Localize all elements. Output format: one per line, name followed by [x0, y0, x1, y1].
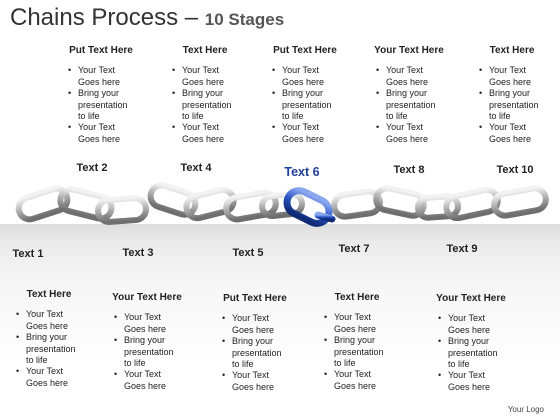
bullet-list: Your Text Goes here Bring your presentat…: [270, 65, 340, 145]
bullet-item: Bring your presentation to life: [170, 88, 240, 122]
block-heading: Put Text Here: [69, 45, 133, 56]
bullet-item: Your Text Goes here: [322, 369, 392, 392]
top-block-4: Your Text Here Your Text Goes here Bring…: [374, 45, 444, 145]
stage-label-1: Text 1: [12, 248, 44, 260]
stage-label-8: Text 8: [393, 164, 425, 176]
block-heading: Put Text Here: [223, 293, 287, 304]
bullet-item: Bring your presentation to life: [220, 336, 290, 370]
bottom-block-5: Your Text Here Your Text Goes here Bring…: [436, 293, 506, 393]
bullet-list: Your Text Goes here Bring your presentat…: [170, 65, 240, 145]
title-stages: 10 Stages: [204, 10, 285, 29]
bullet-list: Your Text Goes here Bring your presentat…: [374, 65, 444, 145]
bullet-item: Your Text Goes here: [270, 65, 340, 88]
top-block-1: Put Text Here Your Text Goes here Bring …: [66, 45, 136, 145]
bullet-item: Your Text Goes here: [220, 313, 290, 336]
bullet-item: Your Text Goes here: [112, 312, 182, 335]
chain-graphic: [15, 182, 549, 227]
bullet-item: Your Text Goes here: [436, 370, 506, 393]
bottom-block-4: Text Here Your Text Goes here Bring your…: [322, 292, 392, 392]
stage-label-2: Text 2: [76, 162, 108, 174]
bottom-block-1: Text Here Your Text Goes here Bring your…: [14, 289, 84, 389]
bullet-item: Your Text Goes here: [270, 122, 340, 145]
bullet-item: Your Text Goes here: [374, 65, 444, 88]
stage-label-4: Text 4: [180, 162, 212, 174]
bullet-item: Your Text Goes here: [322, 312, 392, 335]
bullet-list: Your Text Goes here Bring your presentat…: [322, 312, 392, 392]
chain-link: [491, 185, 549, 219]
bullet-item: Your Text Goes here: [14, 309, 84, 332]
bullet-item: Bring your presentation to life: [112, 335, 182, 369]
block-heading: Your Text Here: [112, 292, 182, 303]
chain-link-highlight: [283, 187, 333, 227]
stage-label-9: Text 9: [446, 243, 478, 255]
bottom-block-2: Your Text Here Your Text Goes here Bring…: [112, 292, 182, 392]
ring-links: [15, 182, 549, 225]
bullet-item: Your Text Goes here: [66, 65, 136, 88]
bullet-item: Bring your presentation to life: [14, 332, 84, 366]
highlight-link: [283, 187, 336, 227]
block-heading: Your Text Here: [436, 293, 506, 304]
chain-link: [57, 186, 115, 222]
bullet-list: Your Text Goes here Bring your presentat…: [66, 65, 136, 145]
chain-link-highlight: [314, 211, 336, 223]
bullet-list: Your Text Goes here Bring your presentat…: [436, 313, 506, 393]
chain-link: [95, 195, 149, 225]
bullet-item: Your Text Goes here: [477, 65, 547, 88]
stage-label-3: Text 3: [122, 247, 154, 259]
bullet-list: Your Text Goes here Bring your presentat…: [477, 65, 547, 145]
top-block-3: Put Text Here Your Text Goes here Bring …: [270, 45, 340, 145]
block-heading: Text Here: [334, 292, 380, 303]
bullet-list: Your Text Goes here Bring your presentat…: [112, 312, 182, 392]
stage-label-7: Text 7: [338, 243, 370, 255]
bottom-block-3: Put Text Here Your Text Goes here Bring …: [220, 293, 290, 393]
bullet-item: Your Text Goes here: [66, 122, 136, 145]
stage-label-10: Text 10: [496, 164, 534, 176]
title-main: Chains Process –: [10, 4, 199, 31]
bullet-item: Bring your presentation to life: [66, 88, 136, 122]
top-block-5: Text Here Your Text Goes here Bring your…: [477, 45, 547, 145]
stage-label-5: Text 5: [232, 247, 264, 259]
bullet-item: Your Text Goes here: [170, 122, 240, 145]
bullet-item: Bring your presentation to life: [270, 88, 340, 122]
bullet-item: Bring your presentation to life: [436, 336, 506, 370]
chain-link: [15, 185, 71, 223]
chain-link: [223, 189, 279, 223]
bullet-item: Bring your presentation to life: [322, 335, 392, 369]
bullet-item: Your Text Goes here: [477, 122, 547, 145]
block-heading: Put Text Here: [273, 45, 337, 56]
logo-text: Your Logo: [507, 405, 544, 414]
block-heading: Text Here: [182, 45, 228, 56]
top-block-2: Text Here Your Text Goes here Bring your…: [170, 45, 240, 145]
bullet-item: Bring your presentation to life: [374, 88, 444, 122]
chain-link: [415, 193, 461, 221]
bullet-item: Your Text Goes here: [112, 369, 182, 392]
bullet-item: Your Text Goes here: [170, 65, 240, 88]
block-heading: Text Here: [489, 45, 535, 56]
bullet-item: Your Text Goes here: [374, 122, 444, 145]
chain-link: [331, 188, 383, 220]
bullet-item: Your Text Goes here: [14, 366, 84, 389]
chain-link: [259, 190, 305, 220]
block-heading: Text Here: [26, 289, 72, 300]
bullet-item: Bring your presentation to life: [477, 88, 547, 122]
bullet-item: Your Text Goes here: [436, 313, 506, 336]
chain-link: [373, 185, 427, 219]
block-heading: Your Text Here: [374, 45, 444, 56]
stage-label-6: Text 6: [284, 165, 320, 179]
bullet-list: Your Text Goes here Bring your presentat…: [220, 313, 290, 393]
page-title: Chains Process – 10 Stages: [10, 4, 284, 32]
chain-link: [147, 182, 199, 218]
bullet-list: Your Text Goes here Bring your presentat…: [14, 309, 84, 389]
bullet-item: Your Text Goes here: [220, 370, 290, 393]
